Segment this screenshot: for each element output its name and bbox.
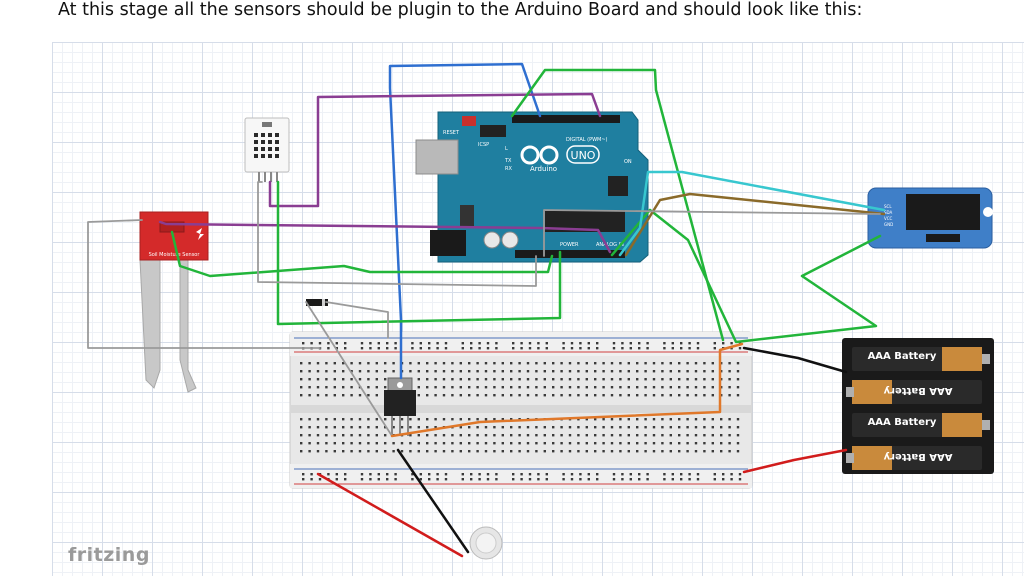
wire-red-battery[interactable] xyxy=(742,448,848,474)
on-label: ON xyxy=(624,159,632,165)
dht-humidity-sensor[interactable] xyxy=(244,117,290,182)
wire-gray-diode[interactable] xyxy=(325,301,389,339)
analog-label: ANALOG IN xyxy=(596,242,624,248)
power-label: POWER xyxy=(560,242,579,248)
battery-cell: AAA Battery xyxy=(846,446,982,470)
tx-label: TX xyxy=(504,158,512,164)
reset-button[interactable] xyxy=(462,116,476,126)
microcontroller-chip xyxy=(545,210,625,232)
breadboard[interactable] xyxy=(289,331,753,489)
arduino-logo-icon xyxy=(520,145,559,165)
wire-orange[interactable] xyxy=(390,342,744,438)
soil-moisture-sensor[interactable]: Soil Moisture Sensor xyxy=(139,211,209,393)
wire-gray-dht[interactable] xyxy=(257,181,537,287)
battery-label: AAA Battery xyxy=(868,351,937,362)
analog-power-header xyxy=(515,250,625,258)
oled-pin-sda: SDA xyxy=(884,210,893,215)
battery-cell: AAA Battery xyxy=(846,380,982,404)
wire-green-right[interactable] xyxy=(610,208,882,344)
l-label: L xyxy=(505,146,508,152)
wire-green-top[interactable] xyxy=(510,68,725,342)
battery-label: AAA Battery xyxy=(883,451,952,462)
voltage-regulator[interactable] xyxy=(384,377,416,436)
wire-gray-oled[interactable] xyxy=(543,209,881,257)
wire-black-buzzer[interactable] xyxy=(396,448,470,554)
wire-green-bottom[interactable] xyxy=(276,180,562,326)
oled-pin-gnd: GND xyxy=(884,222,893,227)
usb-port xyxy=(415,139,459,175)
battery-label: AAA Battery xyxy=(868,417,937,428)
oled-pin-vcc: VCC xyxy=(884,216,893,221)
reset-label: RESET xyxy=(443,130,460,136)
wire-purple-long[interactable] xyxy=(158,220,612,254)
wire-black-battery[interactable] xyxy=(742,346,848,374)
rx-label: RX xyxy=(505,166,512,172)
uno-logo-text: UNO xyxy=(571,149,596,162)
soil-sensor-label: Soil Moisture Sensor xyxy=(149,252,201,258)
diode[interactable] xyxy=(306,299,328,306)
oled-display[interactable]: SCL SDA VCC GND xyxy=(867,187,993,249)
digital-label: DIGITAL (PWM~) xyxy=(566,137,608,143)
wire-green-sensor[interactable] xyxy=(170,230,554,278)
icsp-label: ICSP xyxy=(478,142,489,148)
battery-label: AAA Battery xyxy=(883,385,952,396)
caption-text: At this stage all the sensors should be … xyxy=(58,0,863,20)
wire-gray-diode-reg[interactable] xyxy=(305,301,393,437)
fritzing-brand-text: fritzing xyxy=(68,544,150,566)
battery-cell: AAA Battery xyxy=(852,347,990,371)
wire-brown[interactable] xyxy=(624,192,886,257)
arduino-brand-text: Arduino xyxy=(530,165,557,173)
digital-header xyxy=(512,115,620,123)
oled-pin-scl: SCL xyxy=(884,204,892,209)
power-jack xyxy=(430,230,466,256)
wire-gray-sensor[interactable] xyxy=(87,219,321,349)
battery-cell: AAA Battery xyxy=(852,413,990,437)
wire-purple-top[interactable] xyxy=(268,92,602,208)
wires[interactable] xyxy=(87,62,886,558)
arduino-uno-board[interactable]: UNO Arduino RESET ICSP DIGITAL (PWM~) PO… xyxy=(415,111,649,263)
wire-blue[interactable] xyxy=(388,62,542,380)
buzzer[interactable] xyxy=(469,526,503,560)
wire-cyan[interactable] xyxy=(618,170,886,257)
wire-red-buzzer[interactable] xyxy=(316,472,464,558)
